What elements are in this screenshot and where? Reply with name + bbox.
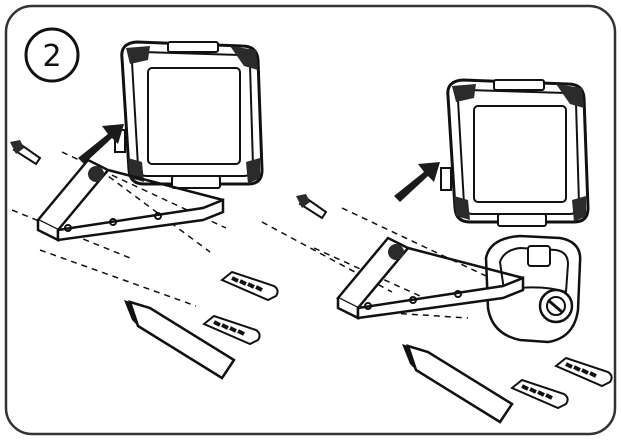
floodlight-icon	[113, 40, 264, 190]
guide-lines	[12, 152, 226, 306]
motion-sensor-icon	[486, 236, 580, 342]
floodlight-icon	[439, 78, 590, 228]
step-number: 2	[42, 39, 61, 74]
left-assembly	[9, 40, 280, 380]
step-badge: 2	[26, 29, 78, 81]
right-assembly	[262, 78, 614, 424]
